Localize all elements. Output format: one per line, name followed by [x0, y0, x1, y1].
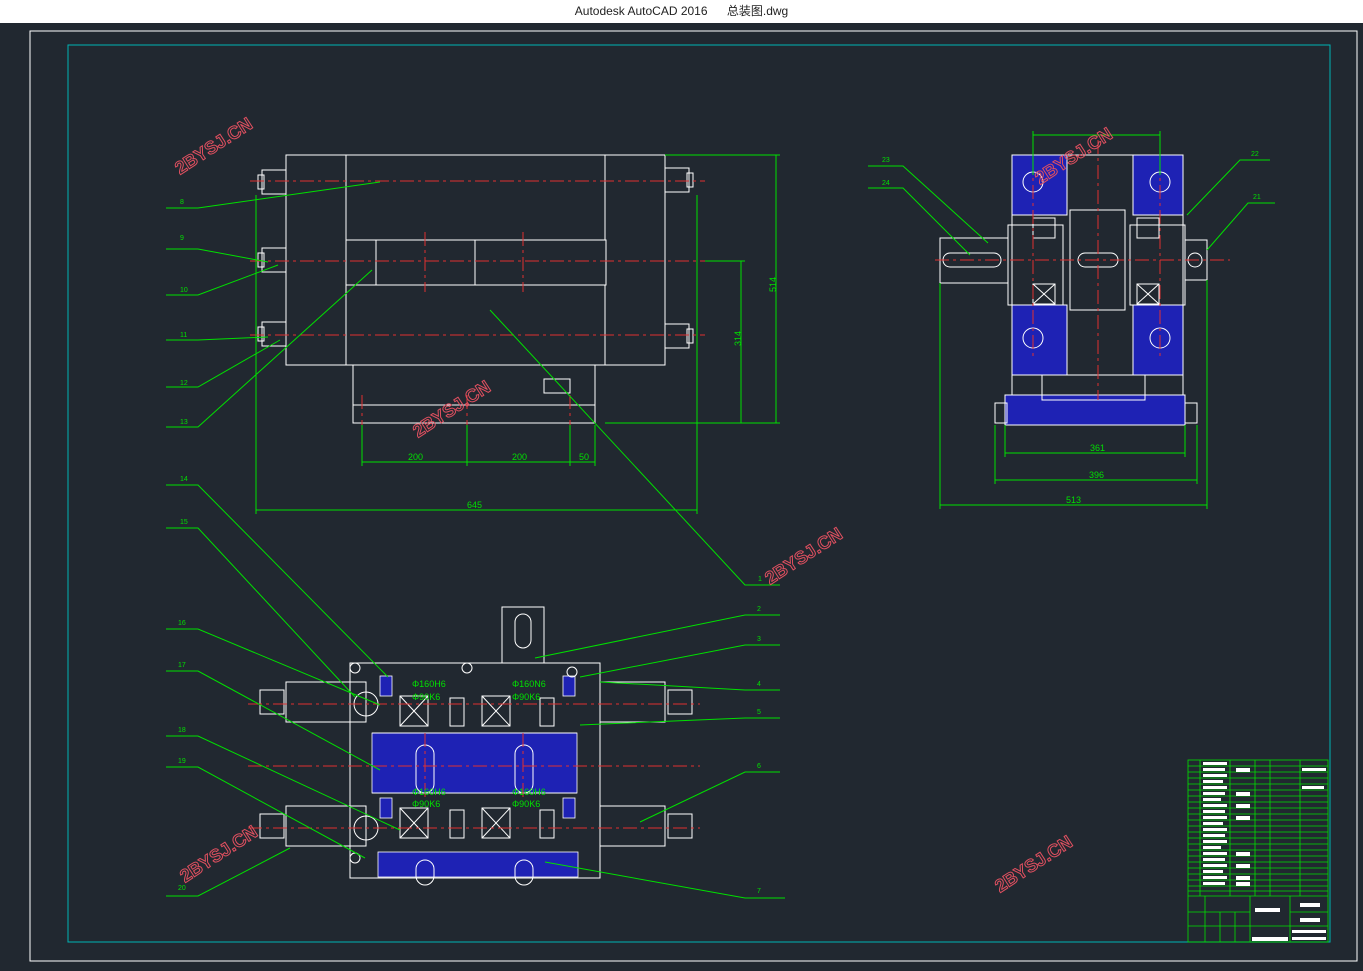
dim-514: 514 — [768, 277, 778, 292]
balloon-8: 8 — [180, 199, 184, 206]
balloon-14: 14 — [180, 476, 188, 483]
balloon-3: 3 — [757, 636, 761, 643]
balloon-17: 17 — [178, 662, 186, 669]
balloon-20: 20 — [178, 885, 186, 892]
watermark-4: 2BYSJ.CN — [761, 524, 846, 589]
watermark-3: 2BYSJ.CN — [409, 377, 494, 442]
balloon-23: 23 — [882, 157, 890, 164]
top-view-leaders — [166, 181, 780, 586]
fit-label-4: Φ90K6 — [512, 692, 540, 702]
drawing-canvas[interactable]: 200 200 50 645 314 514 8 9 10 11 12 13 1 — [0, 23, 1363, 966]
section-view-fills — [371, 675, 579, 878]
dim-361: 361 — [1090, 443, 1105, 453]
balloon-2: 2 — [757, 606, 761, 613]
bom-text-blocks — [1203, 762, 1326, 941]
outer-frame — [29, 30, 1358, 962]
balloon-10: 10 — [180, 287, 188, 294]
fit-label-2: Φ90K6 — [412, 692, 440, 702]
section-view-balloons-right: 2 3 4 5 6 7 — [757, 606, 761, 895]
balloon-13: 13 — [180, 419, 188, 426]
side-view-fills — [1004, 154, 1186, 426]
balloon-11: 11 — [180, 332, 187, 339]
top-view-centerlines — [250, 180, 705, 432]
balloon-12: 12 — [180, 380, 188, 387]
fit-label-8: Φ90K6 — [512, 799, 540, 809]
dim-513: 513 — [1066, 495, 1081, 505]
balloon-7: 7 — [757, 888, 761, 895]
fit-label-7: Φ160H6 — [512, 787, 546, 797]
watermark-6: 2BYSJ.CN — [991, 832, 1076, 897]
file-name: 总装图.dwg — [726, 4, 789, 18]
balloon-9: 9 — [180, 235, 184, 242]
watermark-5: 2BYSJ.CN — [176, 822, 261, 887]
dim-50: 50 — [579, 452, 589, 462]
balloon-6: 6 — [757, 763, 761, 770]
side-view-dimensions — [939, 131, 1208, 509]
side-view-dim-labels: 361 396 513 — [1066, 443, 1105, 505]
fit-label-5: Φ160H6 — [412, 787, 446, 797]
side-view-balloons: 23 24 22 21 — [882, 151, 1261, 201]
top-view-dimensions — [255, 154, 780, 514]
fit-label-1: Φ160H6 — [412, 679, 446, 689]
balloon-18: 18 — [178, 727, 186, 734]
window-titlebar: Autodesk AutoCAD 2016 总装图.dwg — [0, 0, 1363, 23]
dim-396: 396 — [1089, 470, 1104, 480]
balloon-22: 22 — [1251, 151, 1259, 158]
watermark-1: 2BYSJ.CN — [171, 114, 256, 179]
dim-200-b: 200 — [512, 452, 527, 462]
balloon-19: 19 — [178, 758, 186, 765]
balloon-16: 16 — [178, 620, 186, 627]
dim-645: 645 — [467, 500, 482, 510]
balloon-15: 15 — [180, 519, 188, 526]
fit-label-3: Φ160N6 — [512, 679, 546, 689]
inner-frame — [67, 44, 1331, 943]
balloon-24: 24 — [882, 180, 890, 187]
top-view-balloons: 8 9 10 11 12 13 1 — [180, 199, 762, 583]
bom-table — [1187, 759, 1329, 943]
section-view-balloons-left: 14 15 16 17 18 19 20 — [178, 476, 188, 892]
section-view-leaders — [166, 484, 785, 899]
top-view — [257, 154, 694, 424]
section-view-fit-labels: Φ160H6 Φ90K6 Φ160N6 Φ90K6 Φ160H6 Φ90K6 Φ… — [412, 679, 546, 809]
side-view-leaders — [868, 159, 1275, 256]
fit-label-6: Φ90K6 — [412, 799, 440, 809]
balloon-4: 4 — [757, 681, 761, 688]
balloon-21: 21 — [1253, 194, 1261, 201]
section-view-centerlines — [248, 703, 700, 829]
balloon-5: 5 — [757, 709, 761, 716]
dim-200-a: 200 — [408, 452, 423, 462]
dim-314: 314 — [733, 331, 743, 346]
app-title: Autodesk AutoCAD 2016 — [574, 4, 708, 18]
top-view-dim-labels: 200 200 50 645 314 514 — [408, 277, 778, 510]
balloon-1: 1 — [758, 576, 762, 583]
cad-drawing[interactable]: 200 200 50 645 314 514 8 9 10 11 12 13 1 — [0, 23, 1363, 966]
section-view-outline — [259, 606, 693, 886]
side-view-centerlines — [935, 140, 1230, 400]
